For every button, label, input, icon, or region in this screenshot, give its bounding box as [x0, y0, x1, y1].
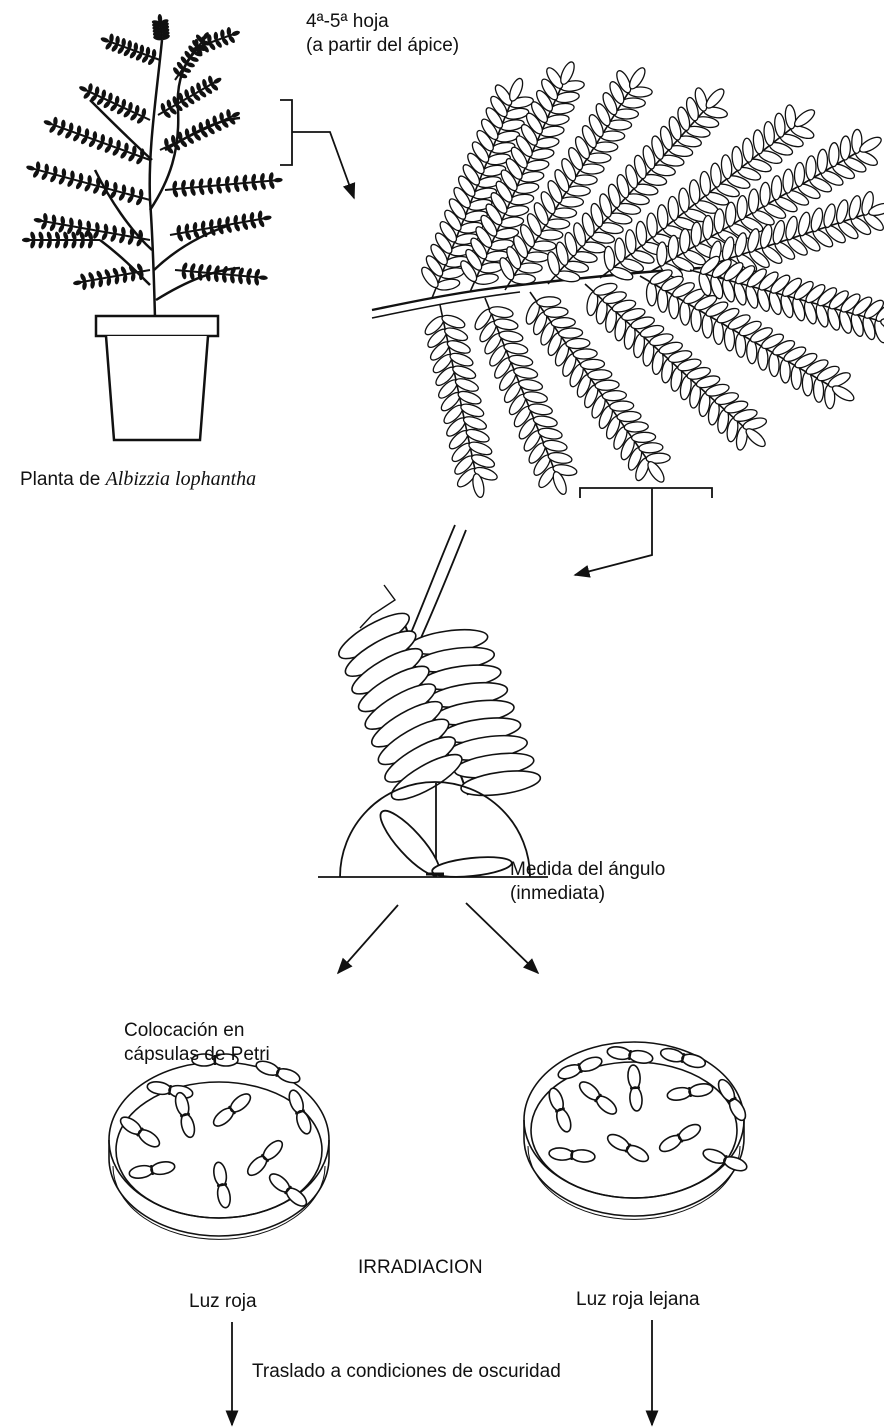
leaf-selection-bracket — [280, 100, 354, 198]
plant-frond-3 — [158, 75, 222, 119]
angle-measure-line2: (inmediata) — [510, 882, 665, 906]
leaf-position-label: 4ª-5ª hoja (a partir del ápice) — [306, 10, 459, 58]
petri-dish-far-red-light — [524, 1042, 749, 1219]
plant-frond-8 — [26, 161, 150, 206]
angle-measure-line1: Medida del ángulo — [510, 858, 665, 882]
plant-frond-11 — [170, 210, 272, 242]
plant-caption-prefix: Planta de — [20, 469, 100, 490]
pot-body — [106, 336, 208, 440]
dark-transfer-label: Traslado a condiciones de oscuridad — [252, 1360, 561, 1384]
plant-frond-5 — [190, 27, 241, 56]
plant-frond-1 — [100, 33, 160, 66]
irradiation-label: IRRADIACION — [358, 1256, 483, 1280]
pinna-petiole-a — [408, 525, 455, 640]
plant-frond-7 — [160, 109, 241, 155]
pinna-detail — [333, 525, 541, 808]
pinna-petiole-b — [420, 530, 466, 640]
plant-stem-0 — [150, 40, 162, 318]
far-red-light-label: Luz roja lejana — [576, 1288, 700, 1312]
petri-placement-line1: Colocación en — [124, 1019, 270, 1043]
plant-frond-9 — [165, 172, 283, 198]
petri-placement-label: Colocación en cápsulas de Petri — [124, 1019, 270, 1067]
plant-species-name: Albizzia lophantha — [106, 468, 257, 490]
bipinnate-leaf — [372, 60, 884, 498]
pot-rim — [96, 316, 218, 336]
angle-measure-label: Medida del ángulo (inmediata) — [510, 858, 665, 906]
plant-frond-0 — [151, 14, 170, 42]
split-arrows — [338, 903, 538, 973]
red-light-label: Luz roja — [189, 1290, 257, 1314]
plant-frond-6 — [43, 117, 150, 166]
plant-frond-12 — [73, 263, 150, 291]
plant-frond-4 — [172, 31, 211, 80]
plant-frond-2 — [78, 83, 150, 125]
potted-plant — [22, 14, 283, 440]
petri-placement-line2: cápsulas de Petri — [124, 1043, 270, 1067]
petri-dish-red-light — [109, 1054, 329, 1239]
plant-caption: Planta de Albizzia lophantha — [20, 467, 256, 492]
leaf-position-line1: 4ª-5ª hoja — [306, 10, 459, 34]
leaf-position-line2: (a partir del ápice) — [306, 34, 459, 58]
plant-frond-14 — [22, 231, 100, 249]
pinna-selection-bracket — [575, 488, 712, 575]
